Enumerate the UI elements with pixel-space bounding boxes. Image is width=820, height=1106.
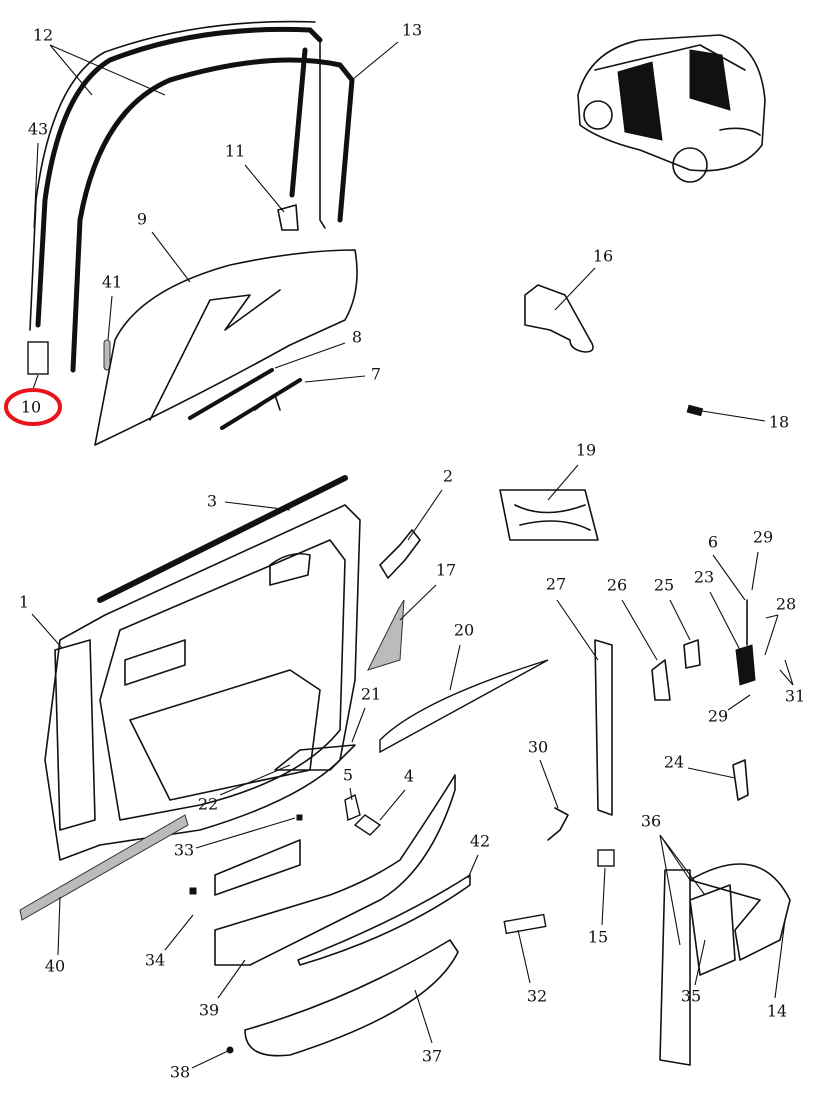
callout-42: 42 [470, 832, 490, 851]
part-33-clip [296, 814, 303, 821]
part-5 [344, 793, 361, 821]
callout-5: 5 [343, 766, 353, 785]
callout-29-bottom: 29 [708, 707, 728, 726]
door-frame-seals [27, 20, 355, 375]
part-armrest [214, 774, 456, 966]
callout-35: 35 [681, 987, 701, 1006]
callout-43: 43 [28, 120, 48, 139]
callout-24: 24 [664, 753, 684, 772]
callout-34: 34 [145, 951, 165, 970]
part-17 [367, 599, 405, 671]
highlight-circle [4, 388, 62, 426]
callout-labels: 12 13 43 11 9 41 16 8 7 10 18 19 2 3 17 … [19, 21, 805, 1082]
part-2 [379, 529, 421, 579]
callout-38: 38 [170, 1063, 190, 1082]
callout-37: 37 [422, 1047, 442, 1066]
callout-16: 16 [593, 247, 613, 266]
part-16 [524, 284, 594, 353]
callout-21: 21 [361, 685, 381, 704]
part-32 [503, 913, 547, 935]
callout-8: 8 [352, 328, 362, 347]
part-21 [274, 744, 356, 771]
part-30 [547, 807, 569, 841]
callout-32: 32 [527, 987, 547, 1006]
part-19 [499, 489, 599, 541]
callout-3: 3 [207, 492, 217, 511]
part-38 [226, 1046, 234, 1054]
callout-17: 17 [436, 561, 456, 580]
part-27 [594, 639, 613, 816]
callout-7: 7 [371, 365, 381, 384]
callout-20: 20 [454, 621, 474, 640]
leader-lines [31, 41, 794, 1069]
callout-18: 18 [769, 413, 789, 432]
callout-28: 28 [776, 595, 796, 614]
callout-15: 15 [588, 928, 608, 947]
door-panel [19, 475, 361, 921]
callout-30: 30 [528, 738, 548, 757]
callout-39: 39 [199, 1001, 219, 1020]
part-37 [244, 939, 459, 1057]
part-4-bracket [353, 814, 382, 836]
callout-12: 12 [33, 26, 53, 45]
part-42 [297, 874, 471, 966]
callout-13: 13 [402, 21, 422, 40]
door-glass [94, 249, 358, 446]
callout-25: 25 [654, 576, 674, 595]
callout-40: 40 [45, 957, 65, 976]
part-regulator [659, 863, 791, 1066]
car-thumbnail [577, 34, 766, 183]
callout-19: 19 [576, 441, 596, 460]
callout-4: 4 [404, 767, 414, 786]
callout-1: 1 [19, 593, 29, 612]
callout-14: 14 [767, 1002, 787, 1021]
callout-26: 26 [607, 576, 627, 595]
callout-9: 9 [137, 210, 147, 229]
callout-11: 11 [225, 142, 245, 161]
part-24 [732, 759, 749, 801]
part-15 [597, 849, 615, 867]
callout-41: 41 [102, 273, 122, 292]
callout-31: 31 [785, 687, 805, 706]
callout-23: 23 [694, 568, 714, 587]
part-20 [379, 659, 549, 754]
callout-6: 6 [708, 533, 718, 552]
callout-2: 2 [443, 467, 453, 486]
callout-29-top: 29 [753, 528, 773, 547]
callout-10: 10 [21, 398, 41, 417]
part-25 [683, 639, 701, 669]
callout-33: 33 [174, 841, 194, 860]
part-23 [735, 644, 756, 686]
part-26 [651, 659, 671, 701]
callout-36: 36 [641, 812, 661, 831]
callout-27: 27 [546, 575, 566, 594]
part-33 [189, 887, 197, 895]
callout-22: 22 [198, 795, 218, 814]
part-18 [686, 404, 704, 417]
